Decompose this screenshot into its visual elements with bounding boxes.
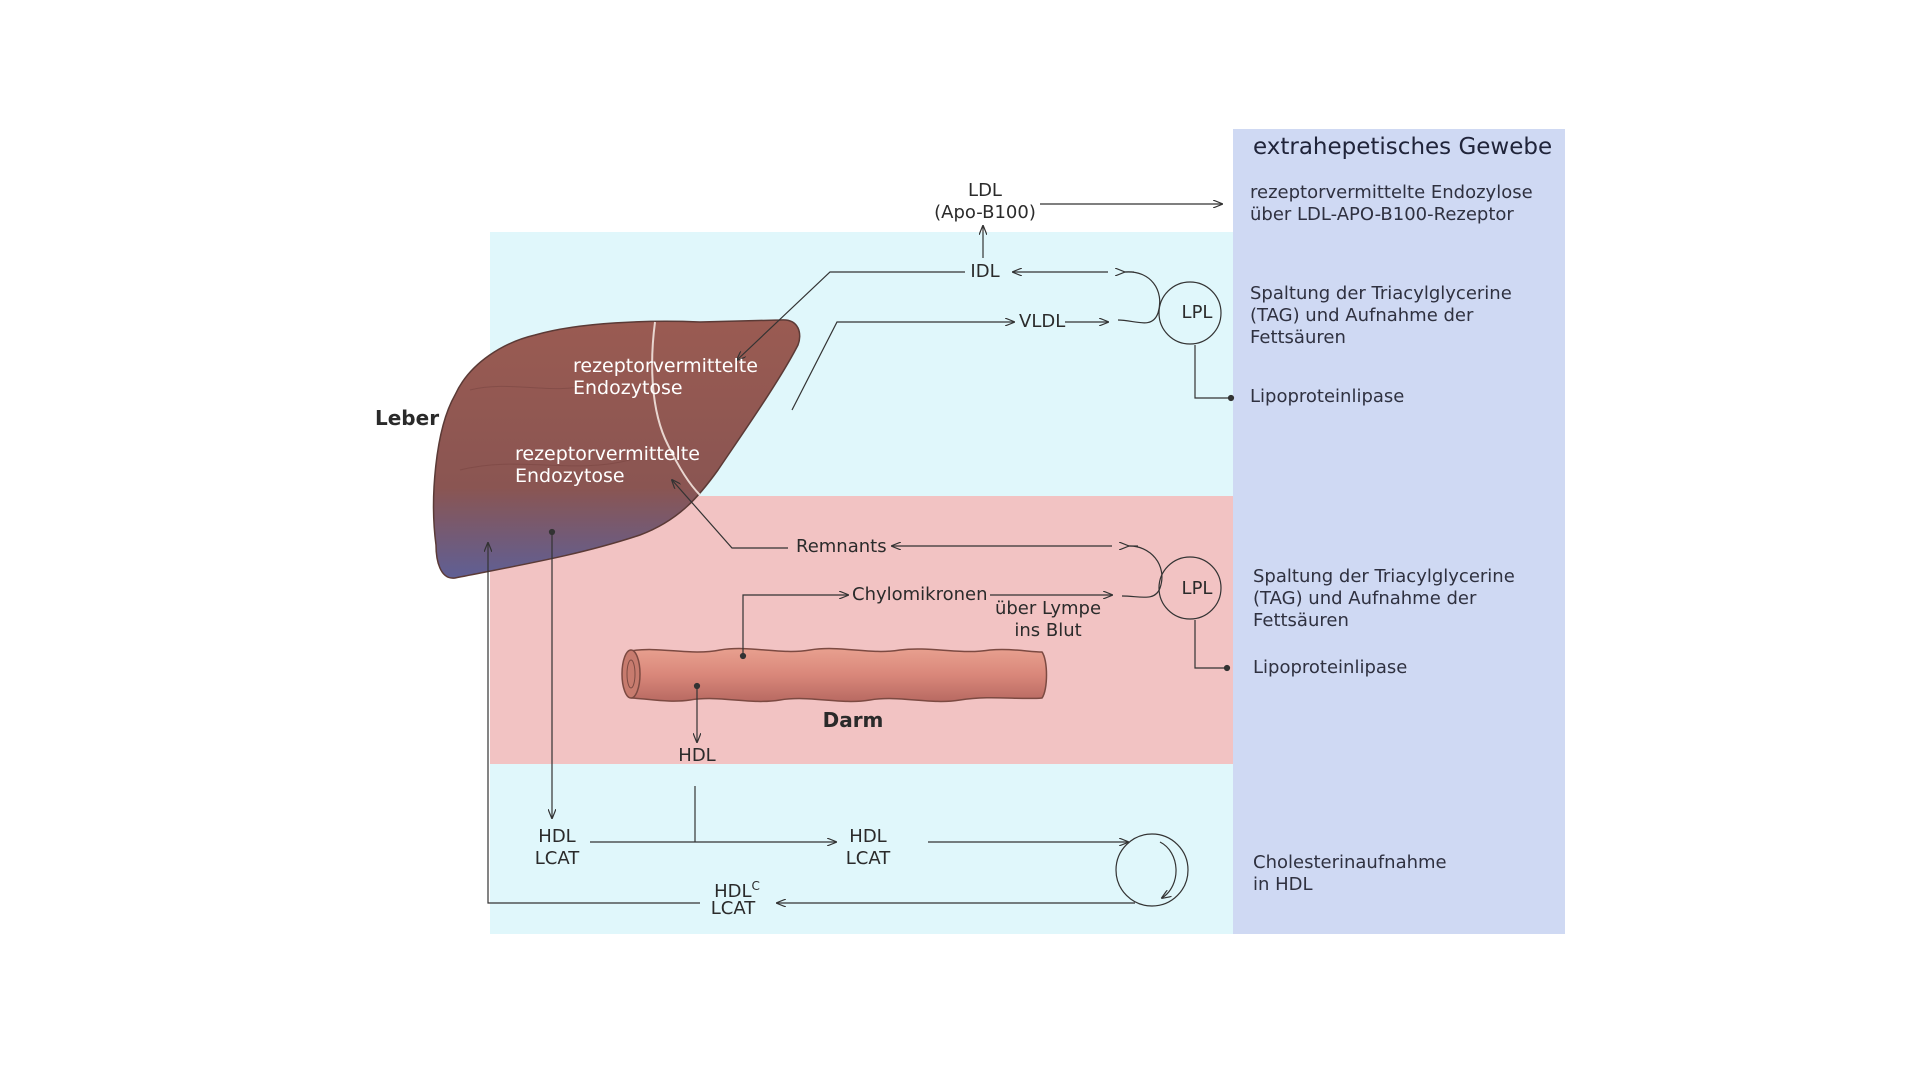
liver-endocytosis-upper-1: rezeptorvermittelte (573, 355, 758, 377)
ldl-label: LDL (968, 180, 1002, 201)
lymph-label-2: ins Blut (1014, 620, 1082, 641)
intestine-label: Darm (822, 708, 884, 732)
cholesterol-cycle-circle (1115, 833, 1189, 907)
tag-top-note-1: Spaltung der Triacylglycerine (1250, 283, 1512, 304)
extrahepatic-panel (1233, 129, 1565, 934)
lymph-label-1: über Lympe (994, 598, 1102, 619)
tag-top-note-2: (TAG) und Aufnahme der (1250, 305, 1474, 326)
chylomicrons-label: Chylomikronen (852, 584, 988, 605)
hdl-gut-label: HDL (678, 745, 716, 766)
lcat-left-label: LCAT (534, 848, 580, 869)
flow-arrows (488, 204, 1235, 903)
liver-label: Leber (375, 406, 440, 430)
liver-endocytosis-upper-2: Endozytose (573, 377, 683, 399)
tag-mid-note-2: (TAG) und Aufnahme der (1253, 588, 1477, 609)
lcat-c-label: LCAT (710, 898, 756, 919)
hdl-c-label: HDLC (714, 879, 760, 902)
cholesterol-note-1: Cholesterinaufnahme (1253, 852, 1447, 873)
vldl-label: VLDL (1019, 311, 1066, 332)
ldl-apo-label: (Apo-B100) (934, 202, 1036, 223)
ldl-uptake-note-2: über LDL-APO-B100-Rezeptor (1250, 204, 1514, 225)
lpl-mid-label: LPL (1181, 578, 1213, 599)
lpl-circle-top (1158, 281, 1222, 345)
intestine-illustration (621, 647, 1048, 703)
remnants-label: Remnants (796, 536, 887, 557)
hdl-mid-label: HDL (849, 826, 887, 847)
lpl-top-label: LPL (1181, 302, 1213, 323)
lpl-circle-mid (1158, 556, 1222, 620)
tag-mid-note-3: Fettsäuren (1253, 610, 1349, 631)
tag-mid-note-1: Spaltung der Triacylglycerine (1253, 566, 1515, 587)
cholesterol-note-2: in HDL (1253, 874, 1313, 895)
lower-blood-panel (490, 764, 1233, 934)
lcat-mid-label: LCAT (845, 848, 891, 869)
liver-endocytosis-lower-2: Endozytose (515, 465, 625, 487)
extrahepatic-title: extrahepetisches Gewebe (1253, 134, 1553, 160)
tag-top-note-3: Fettsäuren (1250, 327, 1346, 348)
liver-illustration (432, 319, 801, 579)
lipase-mid-note: Lipoproteinlipase (1253, 657, 1408, 678)
ldl-uptake-note-1: rezeptorvermittelte Endozylose (1250, 182, 1533, 203)
idl-label: IDL (970, 261, 1000, 282)
liver-endocytosis-lower-1: rezeptorvermittelte (515, 443, 700, 465)
lipase-top-note: Lipoproteinlipase (1250, 386, 1405, 407)
hdl-left-label: HDL (538, 826, 576, 847)
